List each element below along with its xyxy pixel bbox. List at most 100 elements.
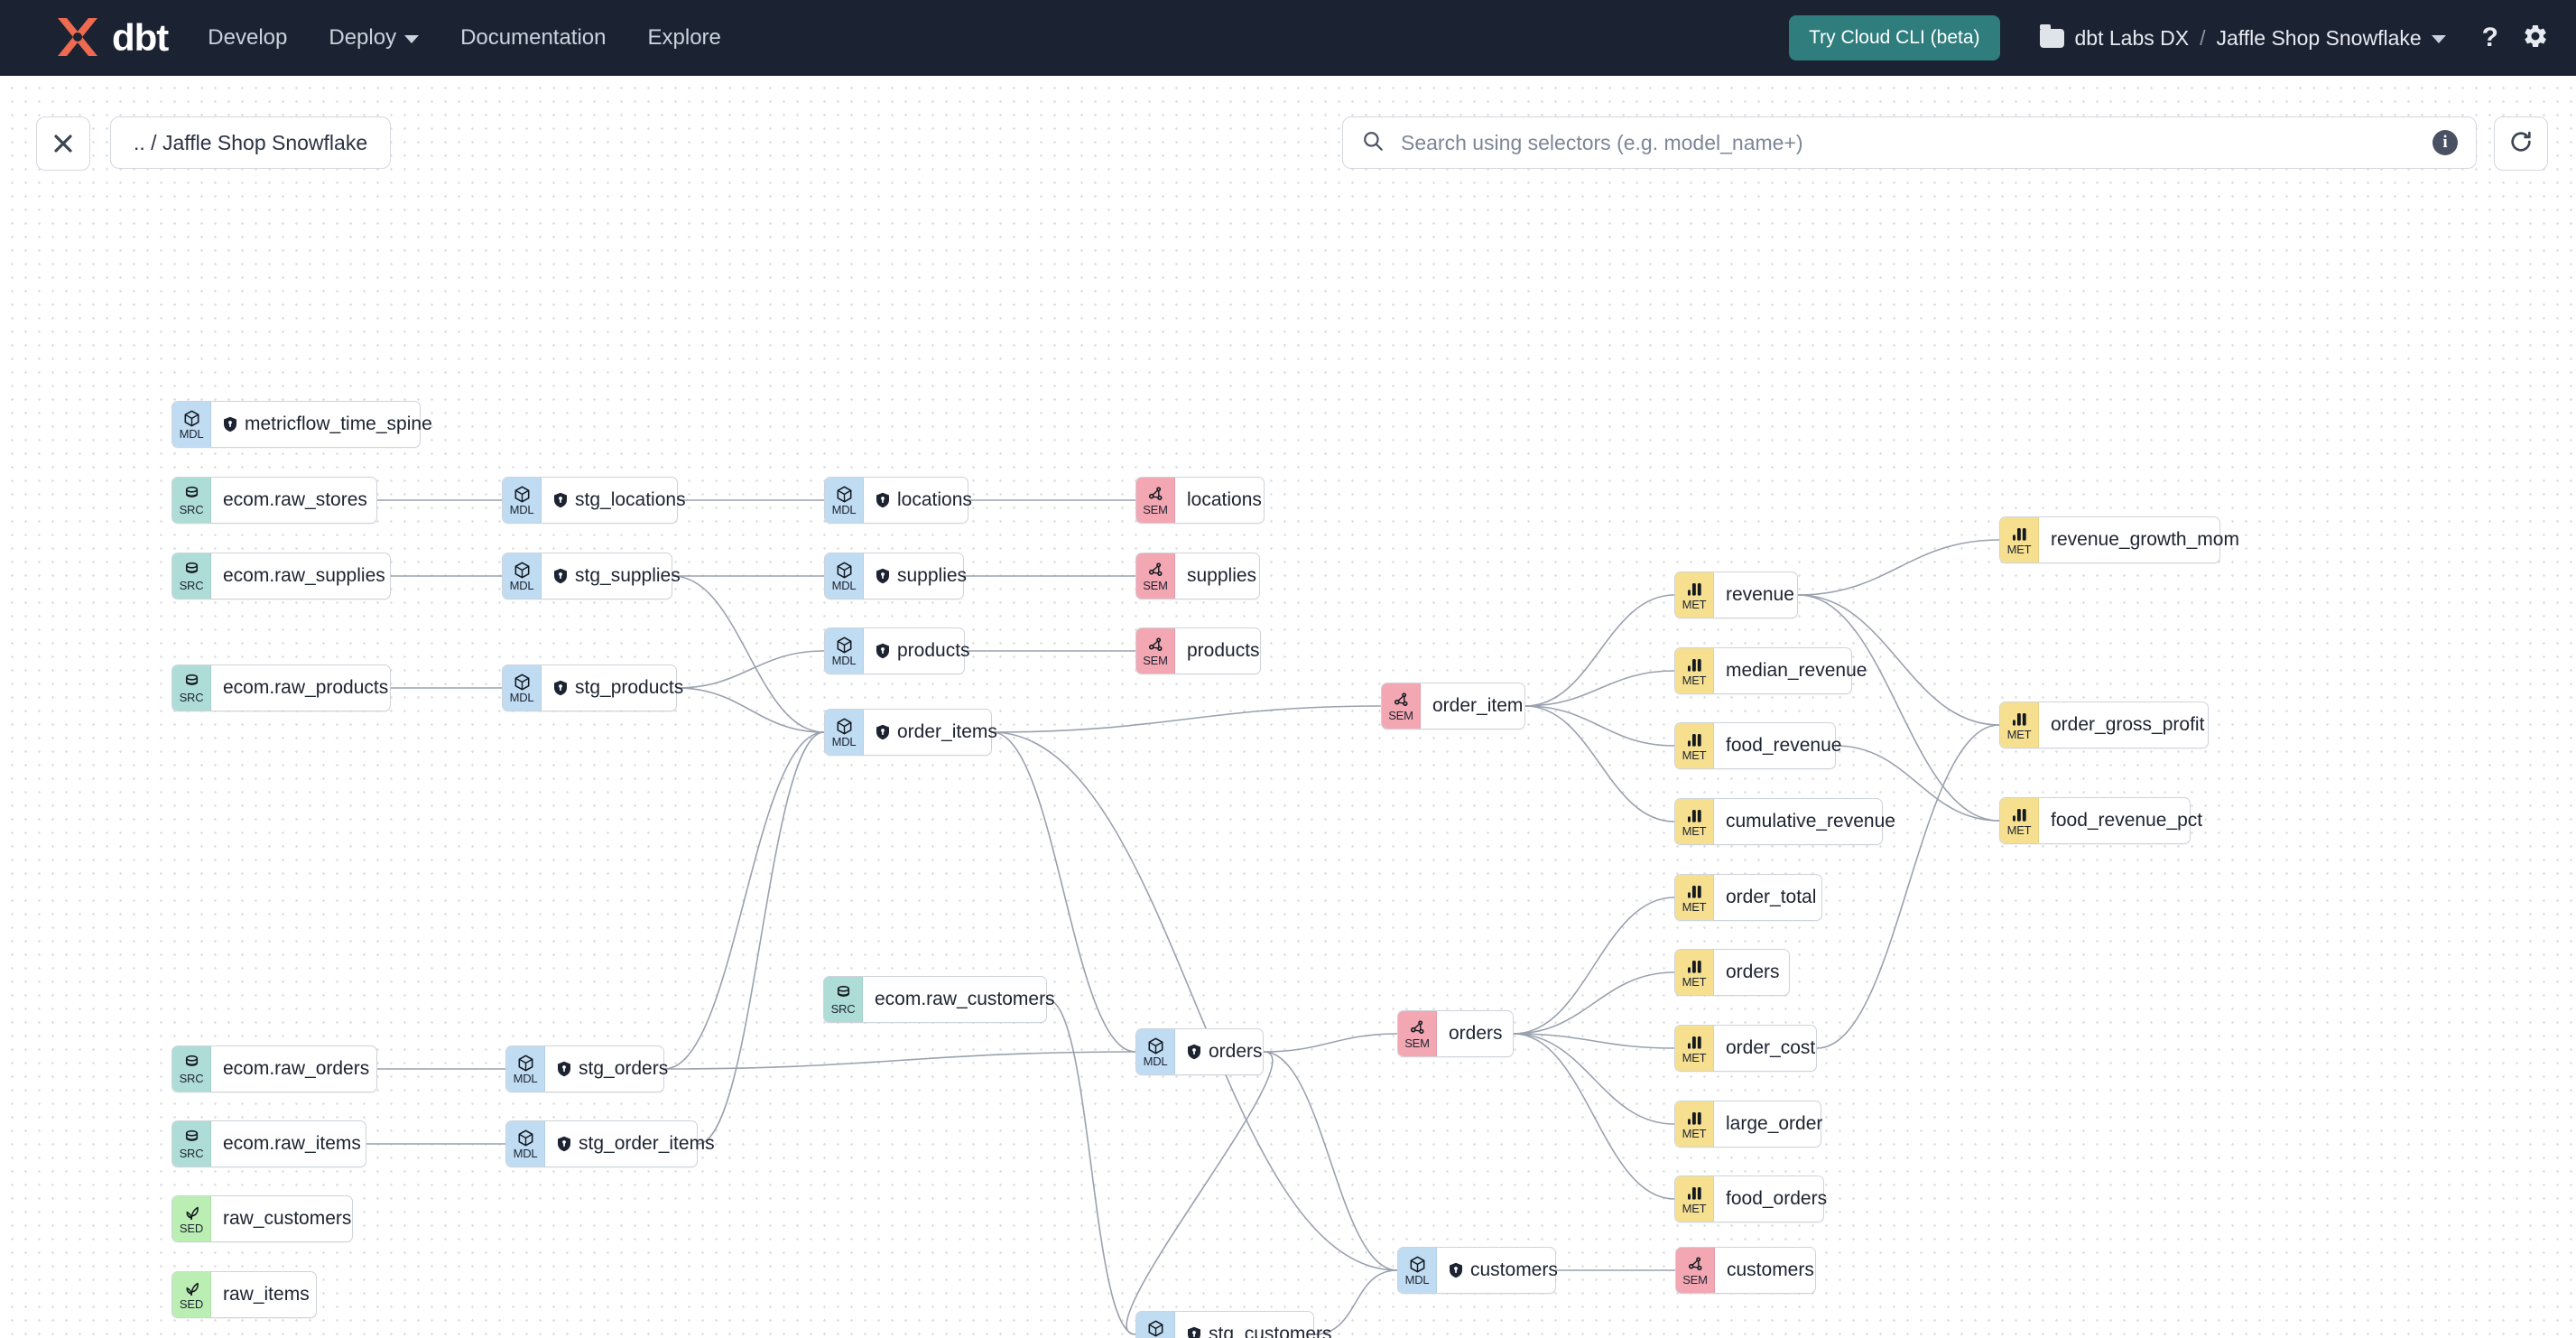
search-info-icon[interactable]: i — [2432, 130, 2458, 155]
node-label-wrap: order_cost — [1714, 1026, 1828, 1071]
node-type-badge-src: SRC — [824, 977, 863, 1022]
bar-chart-icon — [1685, 655, 1704, 674]
node-label-wrap: raw_items — [211, 1272, 322, 1317]
node-label-wrap: food_revenue — [1714, 723, 1854, 768]
semantic-graph-icon — [1408, 1017, 1427, 1037]
dbt-logo-icon — [52, 14, 103, 61]
bar-chart-icon — [1685, 579, 1704, 599]
node-label: metricflow_time_spine — [245, 413, 432, 434]
refresh-button[interactable] — [2494, 116, 2548, 171]
close-button[interactable] — [36, 116, 90, 171]
graph-node-met_revenue[interactable]: MET revenue — [1674, 571, 1798, 618]
lineage-graph-canvas[interactable]: .. / Jaffle Shop Snowflake i MDLmetricfl… — [0, 76, 2576, 1338]
node-label: orders — [1209, 1041, 1263, 1062]
node-label-wrap: median_revenue — [1714, 648, 1879, 693]
cube-icon — [835, 716, 854, 736]
node-label-wrap: locations — [1175, 478, 1274, 523]
node-label-wrap: ecom.raw_customers — [863, 977, 1068, 1022]
contract-shield-icon — [554, 680, 567, 696]
nav-link-develop-label: Develop — [208, 25, 288, 50]
gear-icon[interactable] — [2522, 23, 2549, 54]
node-type-label: MDL — [831, 654, 857, 667]
node-label-wrap: stg_customers — [1175, 1312, 1345, 1338]
node-label: products — [1187, 640, 1260, 661]
nav-link-develop[interactable]: Develop — [208, 25, 287, 51]
node-type-badge-met: MET — [1675, 1026, 1714, 1071]
nav-link-documentation-label: Documentation — [460, 25, 607, 50]
cube-icon — [513, 672, 532, 692]
lineage-edge — [1263, 1051, 1398, 1271]
semantic-graph-icon — [1146, 484, 1165, 504]
graph-node-sem_products[interactable]: SEM products — [1135, 627, 1261, 674]
try-cloud-cli-button[interactable]: Try Cloud CLI (beta) — [1789, 15, 2000, 60]
project-selector[interactable]: Jaffle Shop Snowflake — [2217, 26, 2446, 51]
breadcrumb-pill[interactable]: .. / Jaffle Shop Snowflake — [110, 116, 392, 169]
node-type-badge-mdl: MDL — [506, 1121, 545, 1166]
cube-icon — [513, 484, 532, 504]
nav-link-deploy[interactable]: Deploy — [329, 25, 420, 51]
help-icon[interactable]: ? — [2481, 23, 2498, 52]
node-type-badge-met: MET — [1675, 572, 1714, 618]
node-type-badge-mdl: MDL — [825, 553, 864, 599]
node-label-wrap: locations — [864, 478, 985, 523]
search-input[interactable] — [1399, 129, 2432, 156]
node-type-label: SEM — [1682, 1273, 1708, 1287]
close-icon — [51, 132, 75, 155]
node-label: revenue_growth_mom — [2051, 529, 2239, 550]
node-label-wrap: ecom.raw_items — [211, 1121, 374, 1166]
database-icon — [182, 1053, 201, 1073]
node-type-badge-sem: SEM — [1676, 1248, 1715, 1293]
node-label: order_gross_profit — [2051, 714, 2205, 735]
node-type-badge-src: SRC — [172, 665, 211, 711]
node-label: revenue — [1726, 584, 1794, 605]
nav-link-explore[interactable]: Explore — [648, 25, 721, 51]
contract-shield-icon — [876, 724, 889, 740]
nav-link-explore-label: Explore — [647, 25, 721, 50]
dbt-brand[interactable]: dbt — [52, 14, 169, 61]
node-type-badge-sem: SEM — [1136, 628, 1175, 674]
nav-link-documentation[interactable]: Documentation — [460, 25, 606, 51]
lineage-edge — [663, 731, 825, 1070]
node-label: locations — [897, 489, 972, 510]
selector-search-box[interactable]: i — [1342, 116, 2477, 169]
bar-chart-icon — [2010, 709, 2029, 729]
node-type-badge-met: MET — [2000, 798, 2039, 843]
